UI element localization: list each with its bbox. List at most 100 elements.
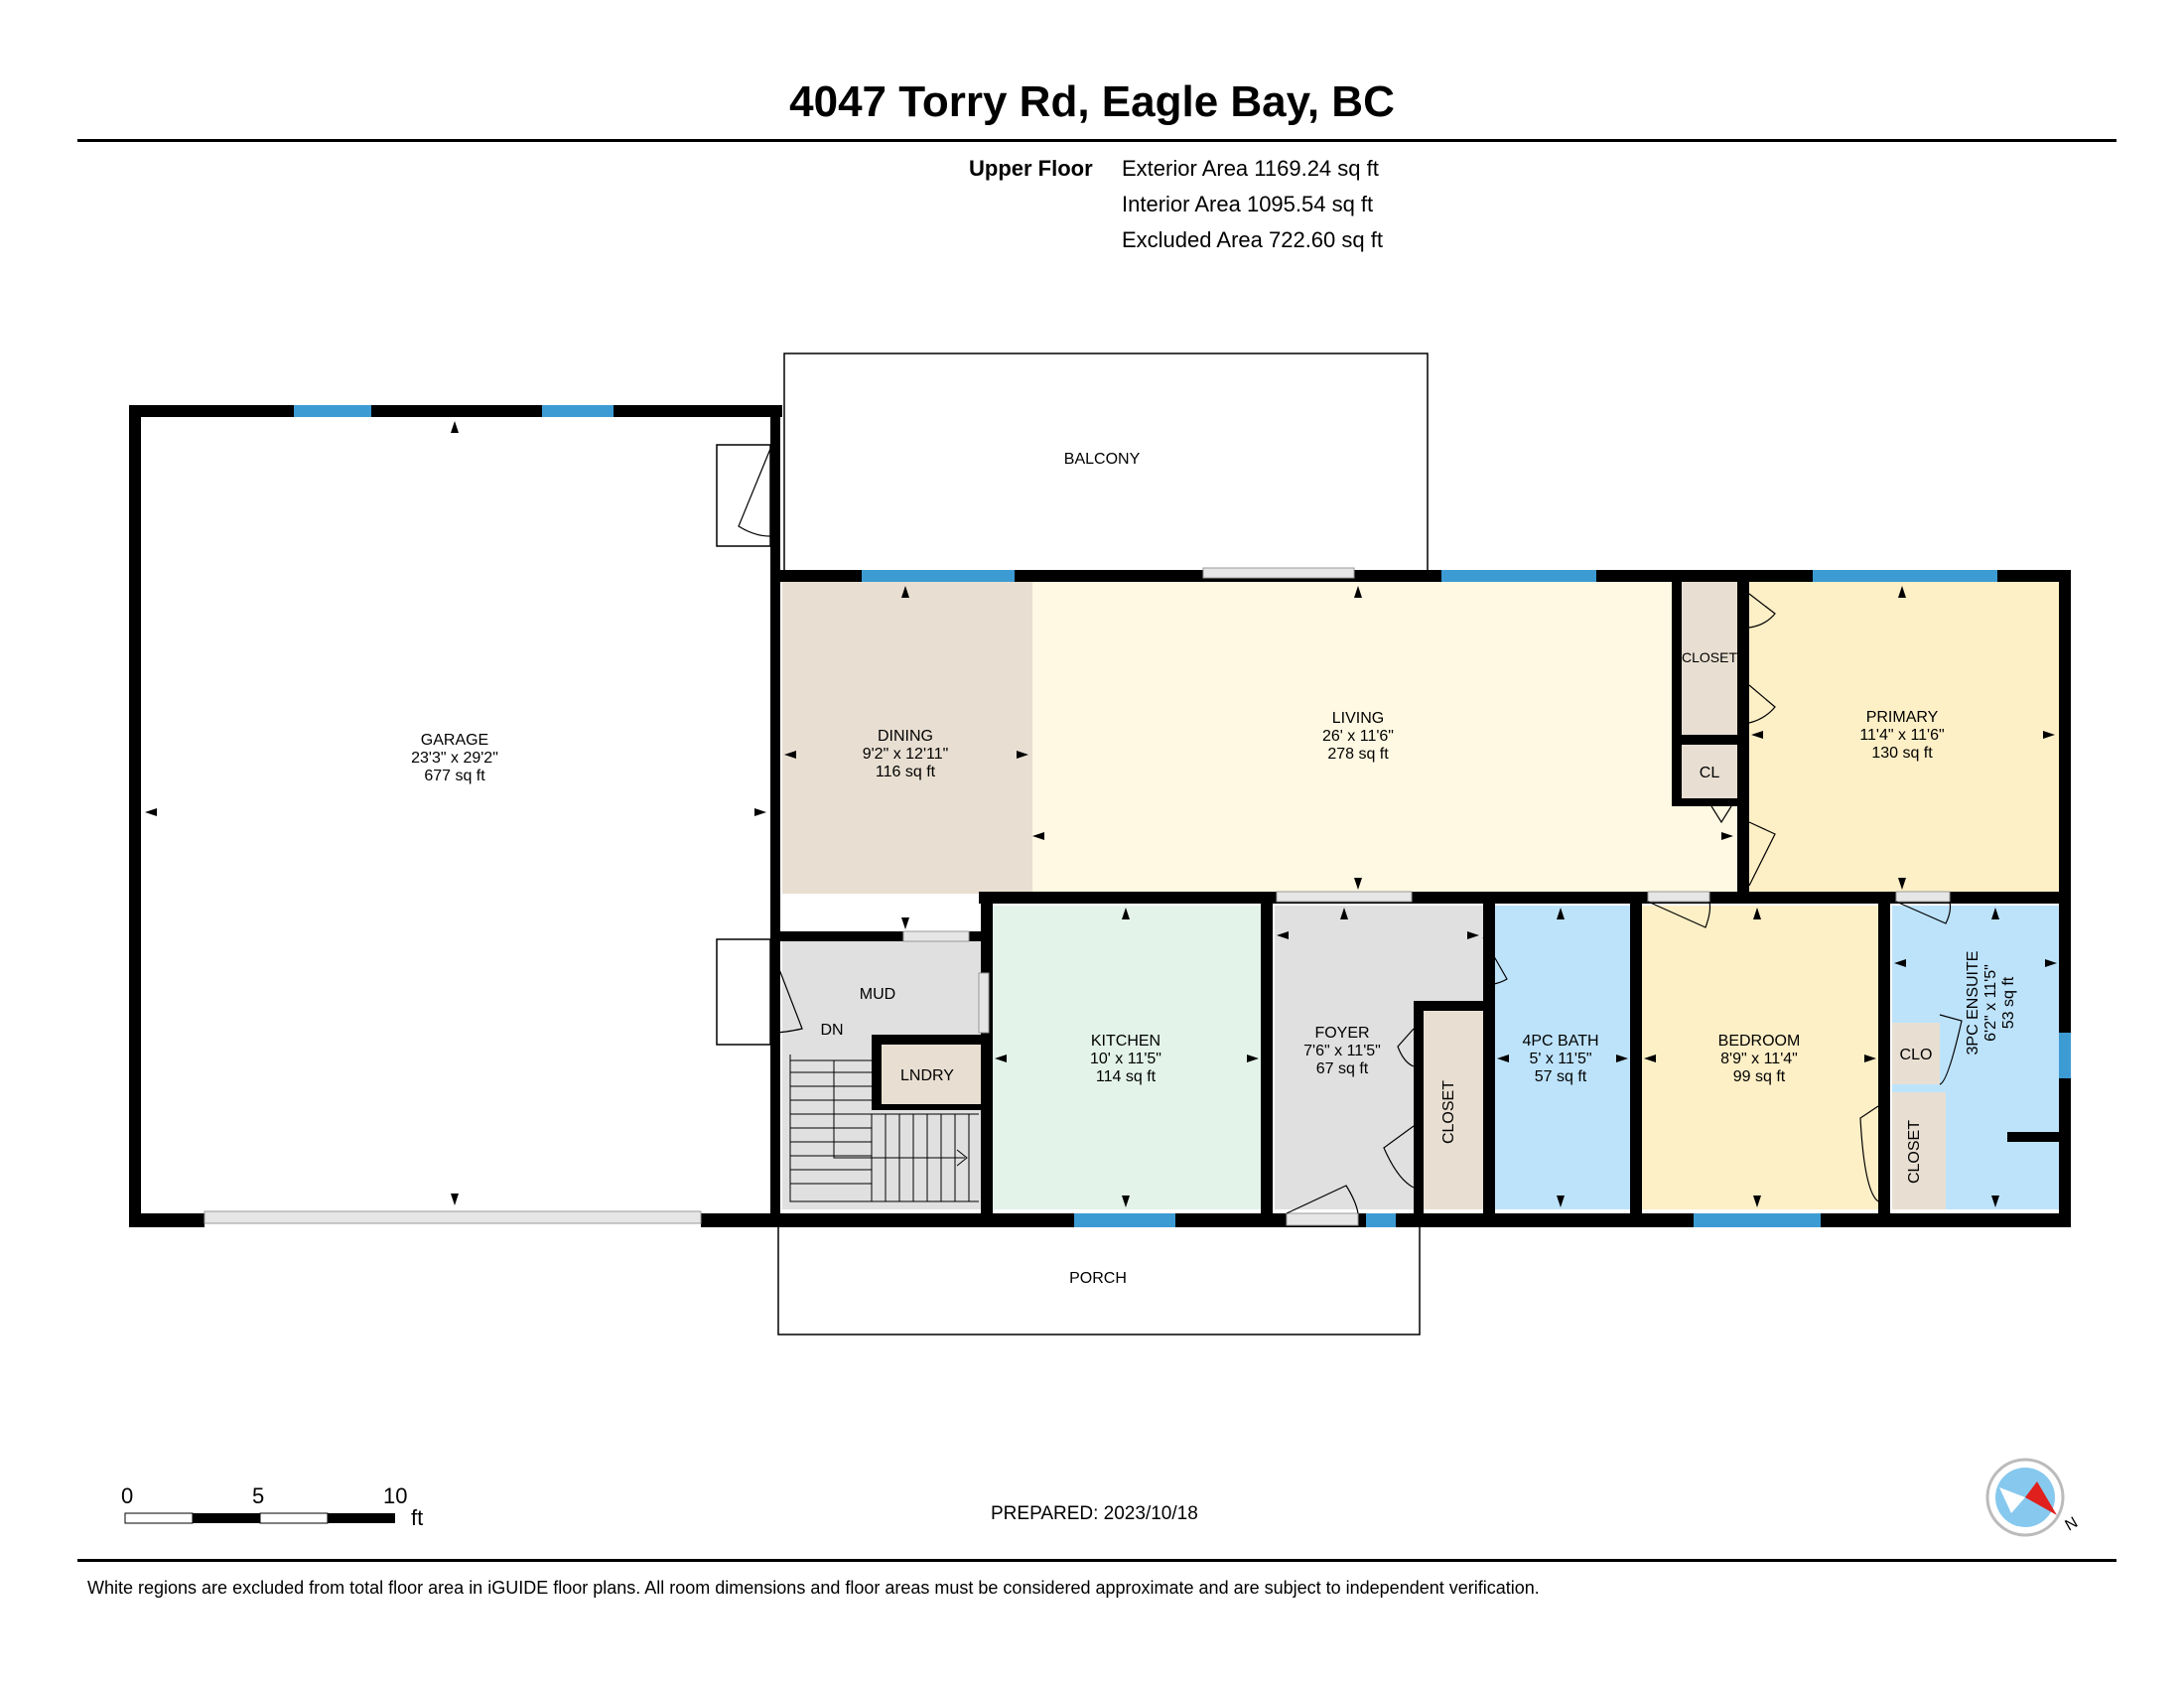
wall-ensuite-inner	[2007, 1132, 2059, 1142]
bath4-name: 4PC BATH	[1522, 1033, 1598, 1050]
door-swing-front	[1286, 1185, 1359, 1214]
wall-primary-left	[1737, 574, 1749, 894]
living-dims: 26' x 11'6"	[1322, 728, 1394, 745]
cl-living-fill	[1682, 745, 1737, 798]
arrow-primary-right	[2043, 731, 2055, 739]
footer-rule	[77, 1559, 2116, 1562]
door-swing-garage-top	[738, 448, 771, 537]
wall-closet-living-bottom	[1672, 798, 1737, 806]
sliding-door-living	[1202, 567, 1355, 579]
scale-label-5: 5	[252, 1483, 265, 1508]
garage-name: GARAGE	[421, 732, 488, 749]
kitchen-fill	[993, 906, 1261, 1209]
windows	[294, 405, 2071, 1227]
kitchen-area: 114 sq ft	[1096, 1068, 1157, 1085]
garage-door	[204, 1210, 702, 1224]
opening-foyer-living	[1276, 891, 1413, 903]
compass-needle	[2025, 1481, 2057, 1515]
ensuite-dims: 6'2" x 11'5"	[1982, 964, 1999, 1042]
door-swing-bath	[1482, 936, 1508, 986]
foyer-area: 67 sq ft	[1316, 1060, 1369, 1077]
arrow-bath-right	[1616, 1055, 1628, 1062]
closet-living-fill	[1682, 582, 1737, 735]
dining-area: 116 sq ft	[876, 764, 936, 780]
prepared-date: PREPARED: 2023/10/18	[991, 1503, 1198, 1524]
door-swing-primary	[1748, 821, 1776, 887]
arrow-kitchen-bottom	[1122, 1196, 1130, 1207]
house-wall-bottom	[774, 1213, 2071, 1227]
bedroom-fill	[1642, 906, 1878, 1209]
opening-ensuite	[1895, 891, 1951, 903]
arrow-bath-top	[1557, 908, 1565, 919]
wall-closet-living-left	[1672, 574, 1682, 802]
arrow-garage-right	[754, 808, 766, 816]
lndry-name: LNDRY	[900, 1067, 954, 1084]
scale-seg-4	[328, 1513, 395, 1523]
door-swings	[738, 448, 1963, 1214]
door-swing-ensuite	[1895, 901, 1952, 924]
scale-label-10: 10	[383, 1483, 408, 1508]
foyer-dims: 7'6" x 11'5"	[1303, 1043, 1381, 1059]
door-swing-closet-living-2	[1748, 684, 1776, 724]
dining-fill	[782, 582, 1032, 894]
clo-name: CLO	[1900, 1047, 1933, 1063]
openings	[204, 567, 1951, 1226]
scale-label-0: 0	[121, 1483, 134, 1508]
arrow-kitchen-left	[995, 1055, 1007, 1062]
living-fill	[1032, 582, 1737, 894]
bedroom-dims: 8'9" x 11'4"	[1720, 1051, 1798, 1067]
bath4-area: 57 sq ft	[1535, 1068, 1587, 1085]
ensuite-name: 3PC ENSUITE	[1965, 951, 1981, 1055]
kitchen-dims: 10' x 11'5"	[1090, 1051, 1161, 1067]
garage-wall-top	[129, 405, 782, 417]
arrow-dining-left	[784, 751, 796, 759]
wall-kitchen-left	[981, 892, 993, 1219]
arrow-dining-top	[901, 586, 909, 598]
scale-bar	[124, 1512, 395, 1524]
closet-foyer-fill	[1424, 1011, 1483, 1209]
excluded-area: Excluded Area 722.60 sq ft	[1122, 227, 1383, 252]
arrow-ensuite-left	[1894, 959, 1906, 967]
compass-north-icon: N	[1985, 1458, 2081, 1537]
door-swing-bedroom	[1647, 901, 1711, 928]
balcony-name: BALCONY	[1064, 451, 1141, 468]
wall-closet-living-mid	[1672, 735, 1737, 745]
opening-mud	[902, 930, 970, 942]
ensuite-area: 53 sq ft	[2000, 976, 2017, 1029]
door-swing-clo	[1939, 1014, 1963, 1085]
living-name: LIVING	[1332, 710, 1384, 727]
living-area: 278 sq ft	[1327, 746, 1389, 763]
arrow-living-left	[1032, 832, 1044, 840]
scale-unit: ft	[411, 1505, 424, 1530]
kitchen-name: KITCHEN	[1091, 1033, 1160, 1050]
porch-name: PORCH	[1069, 1270, 1127, 1287]
garage-wall-bottom-left	[129, 1213, 205, 1227]
compass-needle-back	[1999, 1487, 2025, 1513]
wall-bath-right	[1630, 892, 1642, 1219]
opening-front-door	[1286, 1212, 1359, 1226]
door-swing-cl	[1710, 805, 1732, 824]
bedroom-name: BEDROOM	[1718, 1033, 1801, 1050]
wall-mud-top	[780, 931, 993, 941]
wall-foyer-right	[1483, 892, 1495, 1219]
window-foyer	[1366, 1213, 1396, 1227]
arrow-ensuite-bottom	[1991, 1196, 1999, 1207]
garage-dims: 23'3" x 29'2"	[411, 750, 498, 767]
window-bedroom	[1694, 1213, 1821, 1227]
arrow-foyer-right	[1467, 931, 1479, 939]
wall-mid-horizontal	[979, 892, 2071, 904]
clo-fill	[1892, 1023, 1940, 1084]
arrow-dining-bottom	[901, 917, 909, 929]
dimension-arrows	[145, 421, 2057, 1207]
header-rule	[77, 139, 2116, 142]
arrow-bedroom-bottom	[1753, 1196, 1761, 1207]
arrow-bedroom-right	[1864, 1055, 1876, 1062]
bath4-dims: 5' x 11'5"	[1529, 1051, 1591, 1067]
garage-wall-bottom-right	[701, 1213, 784, 1227]
door-swing-closet-foyer	[1383, 1125, 1415, 1189]
window-dining	[862, 570, 1015, 582]
closet-living-name: CLOSET	[1682, 649, 1737, 665]
arrow-primary-top	[1898, 586, 1906, 598]
arrow-living-right	[1721, 832, 1733, 840]
arrow-garage-top	[451, 421, 459, 433]
